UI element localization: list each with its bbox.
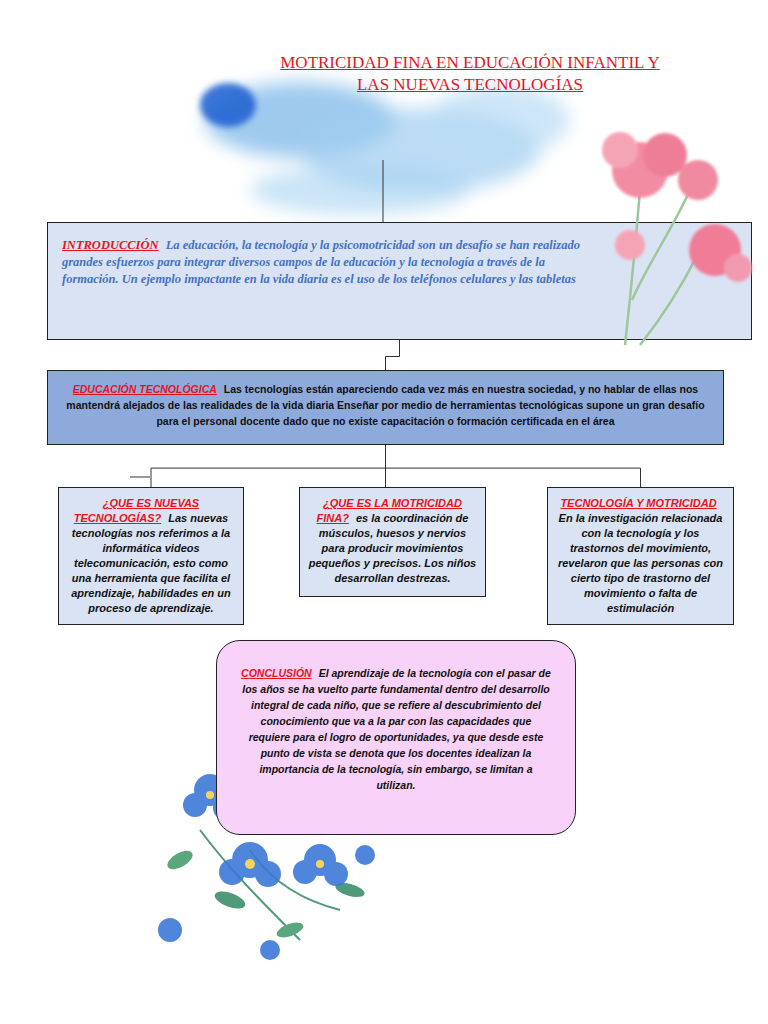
connector-line bbox=[386, 340, 400, 370]
stray-line bbox=[130, 477, 150, 478]
title-stem bbox=[383, 160, 384, 222]
concept-box: TECNOLOGÍA Y MOTRICIDAD En la investigac… bbox=[547, 487, 734, 625]
conclusion-box: CONCLUSIÓN El aprendizaje de la tecnolog… bbox=[216, 640, 576, 835]
watercolor-blob bbox=[205, 82, 570, 215]
concept-box: ¿QUE ES LA MOTRICIDAD FINA? es la coordi… bbox=[299, 487, 486, 597]
box-body: Las nuevas tecnologías nos referimos a l… bbox=[71, 512, 231, 614]
box-heading: EDUCACIÓN TECNOLÓGICA bbox=[73, 383, 217, 395]
watercolor-spot bbox=[200, 83, 256, 127]
connector-line bbox=[386, 445, 641, 487]
box-heading: TECNOLOGÍA Y MOTRICIDAD bbox=[560, 497, 716, 509]
box-body: En la investigación relacionada con la t… bbox=[558, 512, 723, 614]
box-body: El aprendizaje de la tecnología con el p… bbox=[242, 667, 551, 791]
box-heading: INTRODUCCIÓN bbox=[62, 238, 159, 252]
section-box: EDUCACIÓN TECNOLÓGICA Las tecnologías es… bbox=[47, 370, 724, 445]
diagram-title: MOTRICIDAD FINA EN EDUCACIÓN INFANTIL Y … bbox=[280, 52, 660, 96]
intro-box: INTRODUCCIÓN La educación, la tecnología… bbox=[47, 222, 752, 340]
connector-line bbox=[151, 445, 386, 487]
concept-box: ¿QUE ES NUEVAS TECNOLOGÍAS? Las nuevas t… bbox=[58, 487, 244, 625]
box-heading: CONCLUSIÓN bbox=[241, 667, 312, 679]
